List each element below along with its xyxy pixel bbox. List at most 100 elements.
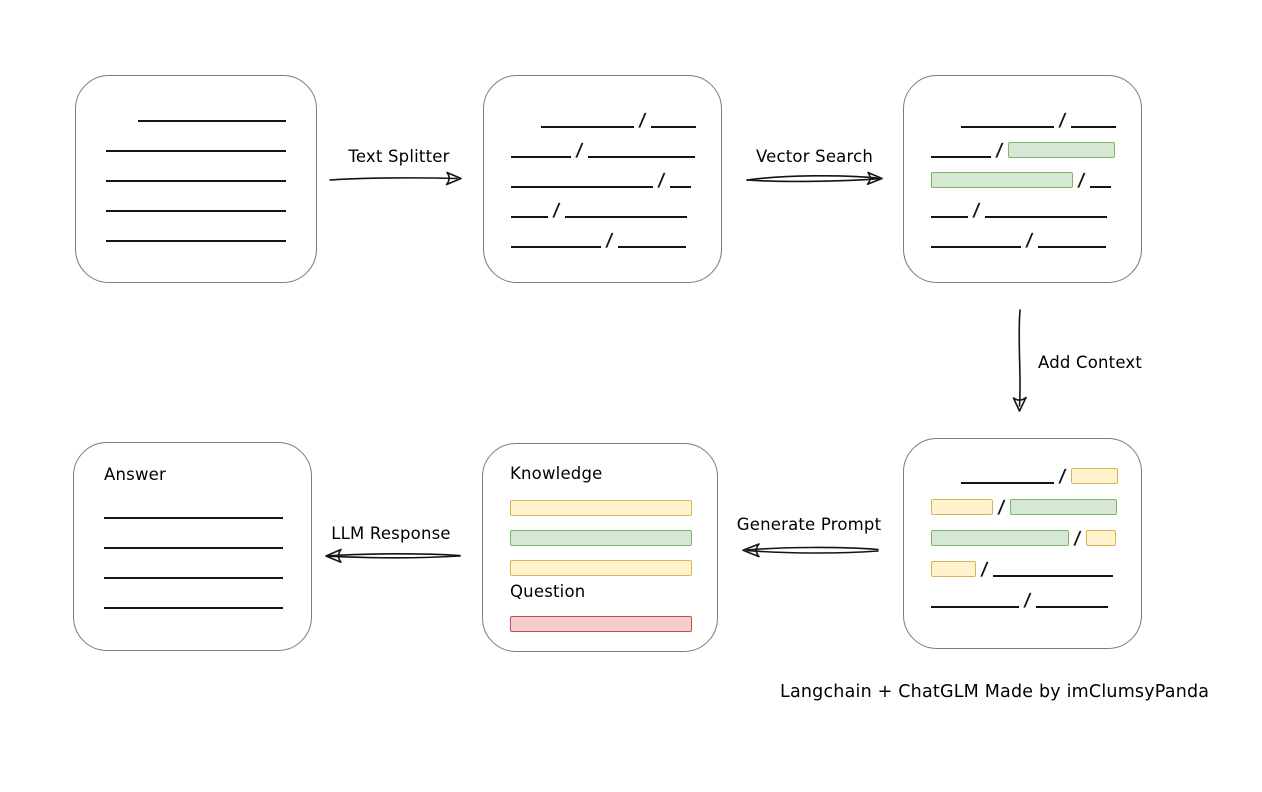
slash-separator: /	[1076, 170, 1086, 191]
yellow-chunk-chip	[1085, 530, 1116, 546]
chunk-row: /	[511, 128, 721, 161]
yellow-chunk-chip	[510, 500, 692, 516]
arrow-head	[866, 171, 883, 185]
text-splitter-label: Text Splitter	[348, 147, 450, 166]
text-line	[104, 607, 283, 609]
chunk-row: /	[511, 188, 721, 221]
slash-separator: /	[637, 110, 647, 131]
arrow-shaft	[746, 549, 879, 554]
generate-prompt-arrow-icon	[742, 543, 879, 558]
green-chunk-chip	[1007, 142, 1115, 158]
text-line	[984, 216, 1107, 218]
chunk-row: /	[931, 218, 1141, 251]
arrow-shaft	[329, 177, 458, 181]
text-line	[931, 156, 991, 158]
text-line	[1070, 126, 1116, 128]
chunk-row	[106, 152, 286, 182]
prompt-box: Knowledge Question	[482, 443, 718, 652]
arrow-shaft	[328, 553, 461, 557]
slash-separator: /	[971, 200, 981, 221]
slash-separator: /	[656, 170, 666, 191]
text-line	[931, 606, 1019, 608]
arrow-head	[742, 543, 760, 558]
context-chunks-box: /////	[903, 438, 1142, 649]
text-line	[511, 186, 653, 188]
question-chip	[510, 604, 717, 632]
slash-separator: /	[994, 140, 1004, 161]
text-line	[106, 180, 286, 182]
arrow-head	[325, 548, 342, 563]
vector-matches-box: /////	[903, 75, 1142, 283]
text-line	[992, 575, 1113, 577]
chunk-row: /	[931, 188, 1141, 221]
text-line	[104, 547, 283, 549]
text-line	[104, 517, 283, 519]
text-line	[511, 246, 601, 248]
chunk-row	[104, 519, 283, 549]
yellow-chunk-chip	[510, 560, 692, 576]
text-line	[1089, 186, 1111, 188]
source-document-box	[75, 75, 317, 283]
green-chunk-chip	[931, 172, 1073, 188]
slash-separator: /	[1057, 110, 1067, 131]
arrow-shaft	[746, 546, 879, 551]
red-chunk-chip	[510, 616, 692, 632]
answer-label: Answer	[104, 465, 166, 484]
text-line	[617, 246, 686, 248]
green-chunk-chip	[510, 530, 692, 546]
vector-search-label: Vector Search	[755, 147, 874, 166]
chunk-row: /	[931, 98, 1141, 131]
chunk-row	[106, 92, 286, 122]
text-splitter-arrow-icon	[329, 171, 462, 186]
text-line	[511, 216, 548, 218]
text-line	[961, 482, 1054, 484]
text-line	[138, 120, 286, 122]
slash-separator: /	[574, 140, 584, 161]
document-lines	[106, 92, 286, 242]
chunk-row	[510, 516, 717, 546]
arrow-shaft	[1018, 309, 1021, 407]
add-context-arrow-icon	[1012, 309, 1027, 412]
llm-response-label: LLM Response	[331, 524, 451, 543]
split-chunks-box: / / / / /	[483, 75, 722, 283]
chunk-row: /	[931, 484, 1141, 518]
text-line	[587, 156, 695, 158]
chunk-row	[104, 579, 283, 609]
vector-search-arrow-icon	[746, 171, 883, 185]
green-chunk-chip	[931, 530, 1069, 546]
generate-prompt-label: Generate Prompt	[736, 515, 882, 534]
text-line	[106, 150, 286, 152]
chunk-row: /	[511, 98, 721, 131]
question-label: Question	[510, 582, 586, 601]
text-line	[564, 216, 687, 218]
chunk-row: /	[931, 577, 1141, 611]
knowledge-chips	[510, 486, 717, 576]
text-line	[104, 577, 283, 579]
text-line	[931, 216, 968, 218]
text-line	[1037, 246, 1106, 248]
slash-separator: /	[1057, 466, 1067, 487]
yellow-chunk-chip	[931, 499, 993, 515]
slash-separator: /	[1022, 590, 1032, 611]
text-line	[106, 240, 286, 242]
llm-response-arrow-icon	[325, 548, 461, 563]
arrow-head	[1012, 396, 1027, 412]
chunk-row	[510, 546, 717, 576]
chunk-row: /	[511, 218, 721, 251]
arrow-shaft	[746, 175, 880, 181]
arrow-head	[445, 171, 462, 186]
text-line	[511, 156, 571, 158]
slash-separator: /	[979, 559, 989, 580]
text-line	[541, 126, 634, 128]
yellow-chunk-chip	[1070, 468, 1118, 484]
text-line	[961, 126, 1054, 128]
chunk-row	[510, 486, 717, 516]
chunk-row: /	[931, 515, 1141, 549]
slash-separator: /	[551, 200, 561, 221]
arrow-shaft	[328, 555, 461, 559]
slash-separator: /	[604, 230, 614, 251]
chunk-row	[106, 212, 286, 242]
arrow-shaft	[746, 177, 880, 183]
chunk-row	[510, 604, 717, 632]
